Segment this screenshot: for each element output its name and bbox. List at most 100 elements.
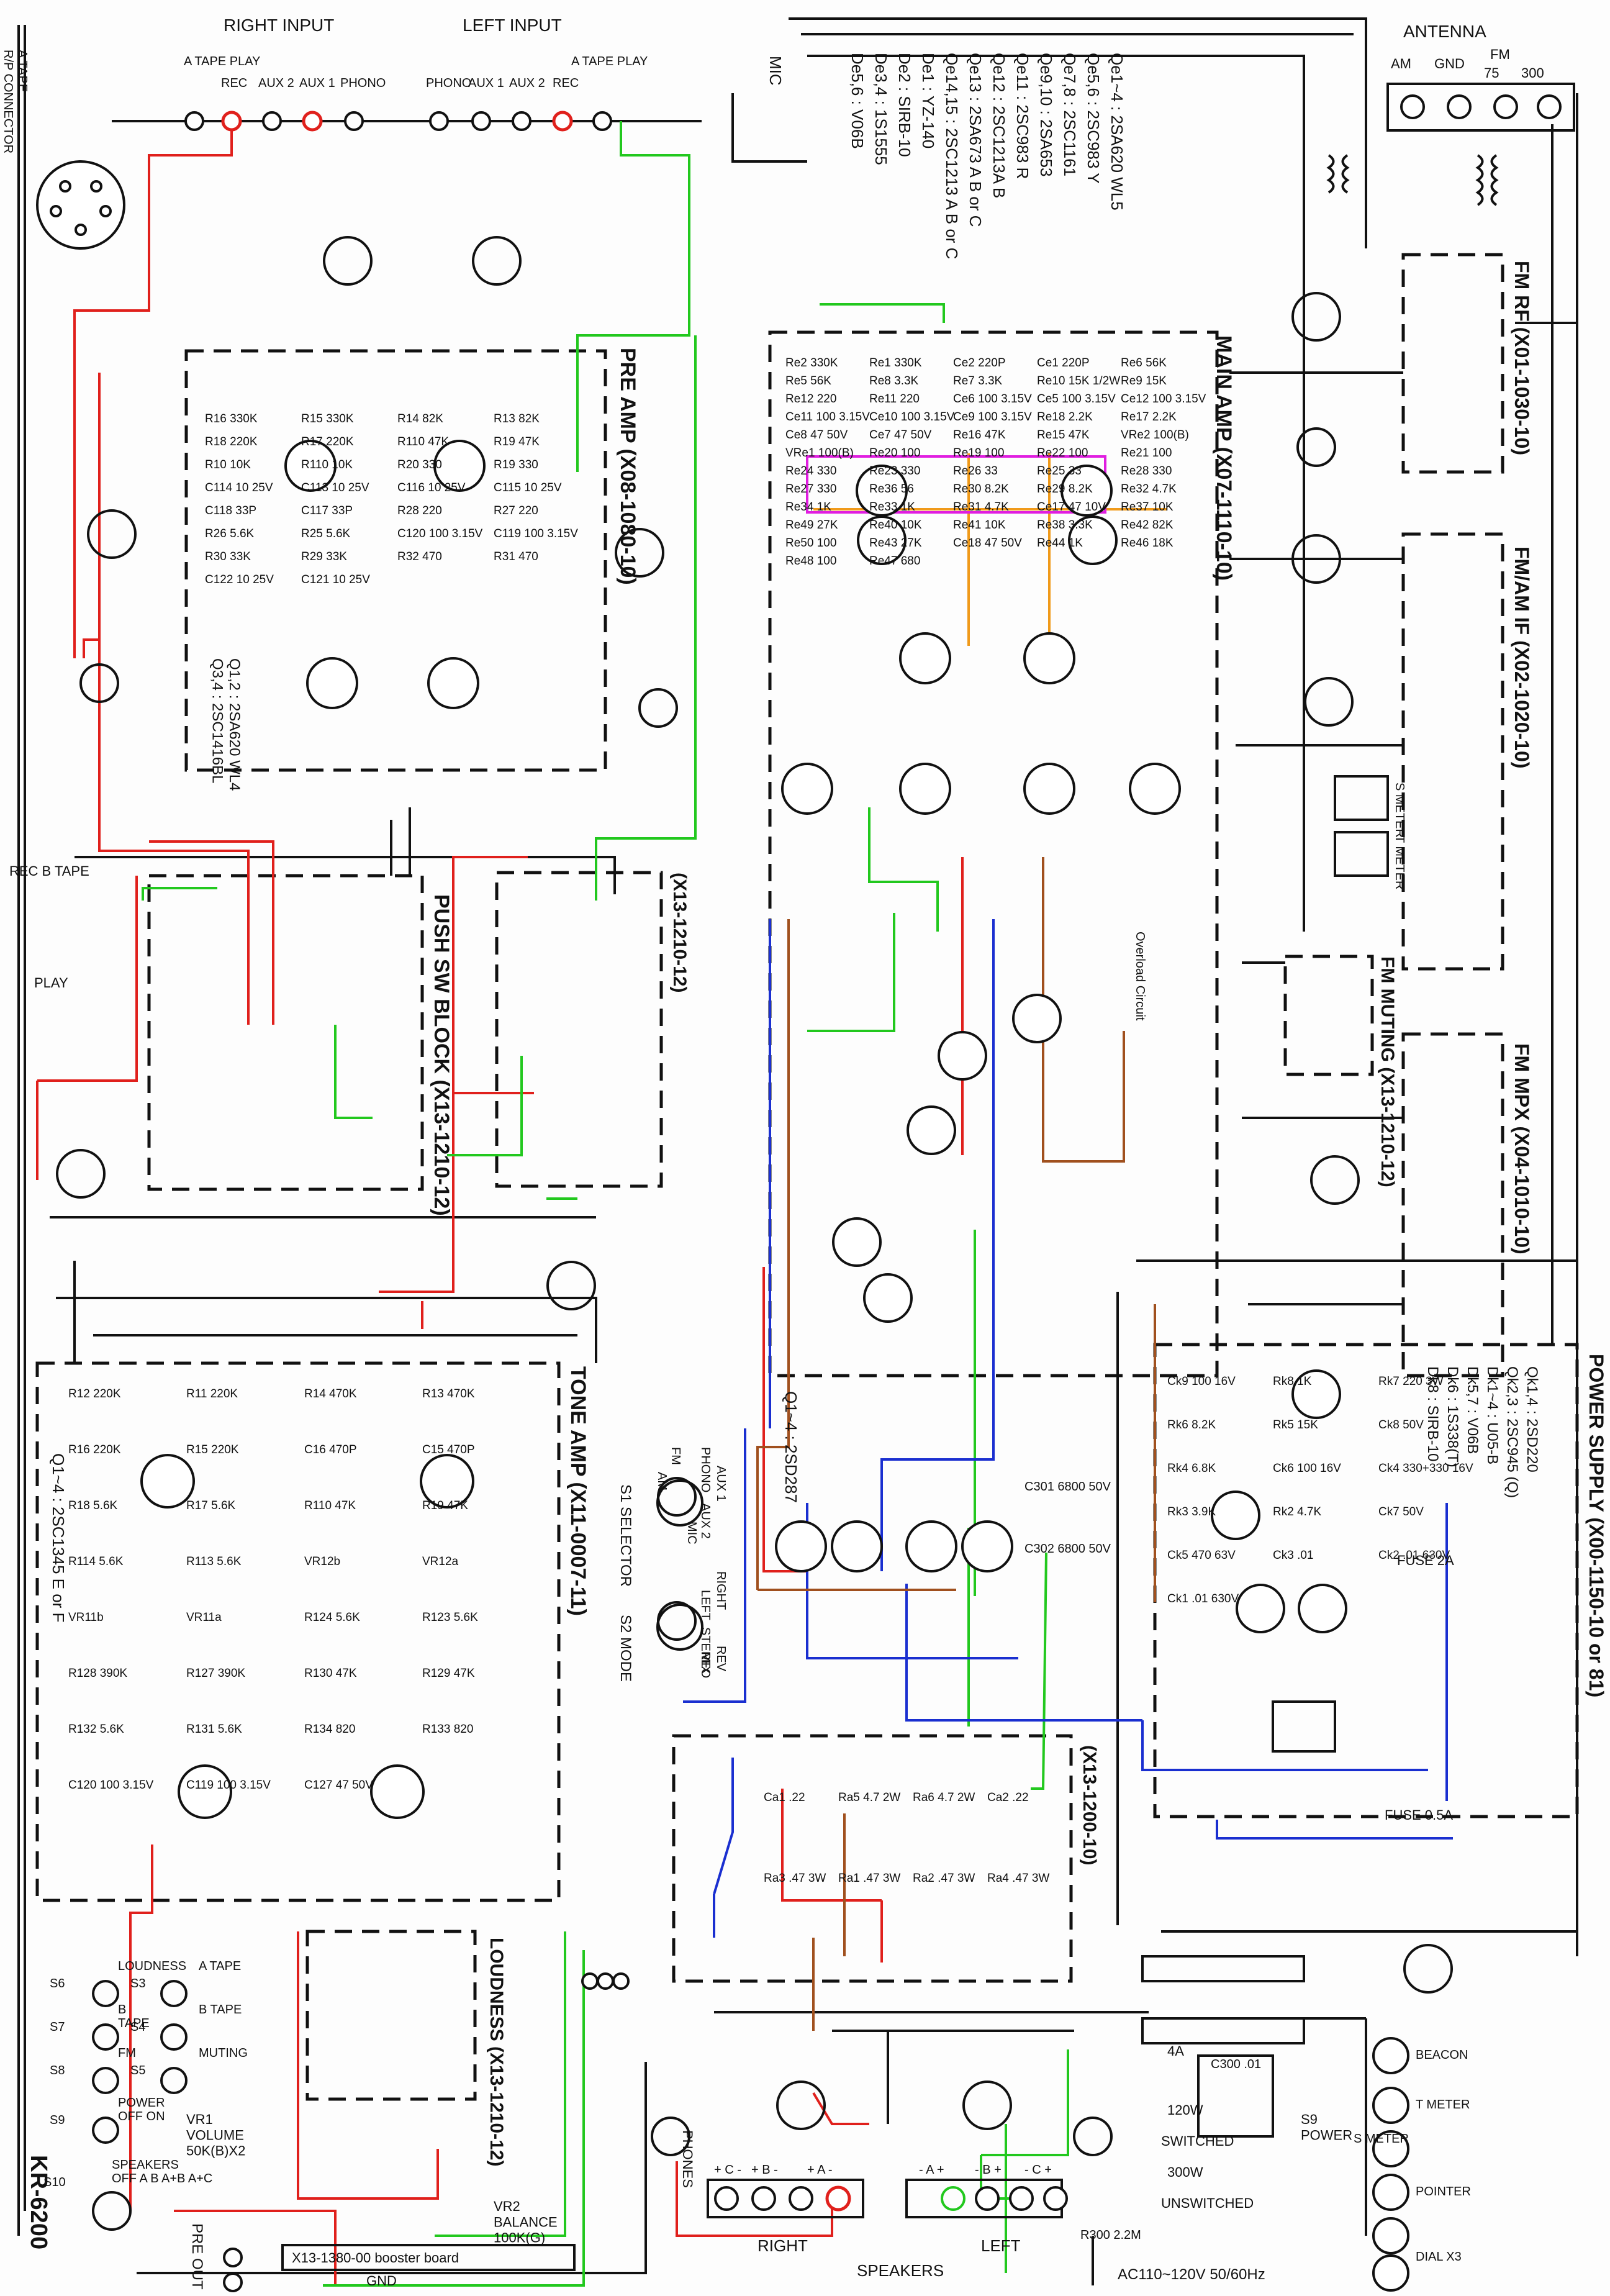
legend-switch-label: FM — [118, 2046, 136, 2060]
red-wiring — [36, 121, 964, 2285]
mode-mix-label: MIX — [699, 1652, 712, 1674]
component-value: Ce1 220P — [1037, 356, 1090, 370]
selector-am-label: AM — [655, 1472, 669, 1491]
transistor-list-item: Qe9,10 : 2SA653 — [1037, 53, 1056, 176]
component-value: Ra3 .47 3W — [764, 1872, 826, 1885]
jack-label-right-4: PHONO — [340, 76, 386, 90]
component-value: Re28 330 — [1121, 465, 1172, 478]
ps-list-item: Qk2,3 : 2SC945 (Q) — [1504, 1366, 1521, 1498]
rec-b-tape-label: REC B TAPE — [9, 863, 89, 879]
transistor-list-item: Qe13 : 2SA673 A B or C — [966, 53, 985, 227]
component-value: R12 220K — [68, 1387, 121, 1400]
component-value: Re43 27K — [869, 537, 922, 550]
legend-switch-icons — [92, 1479, 703, 2231]
component-value: R15 220K — [186, 1443, 239, 1456]
tone-amp-block — [35, 1361, 561, 1902]
component-value: Ce7 47 50V — [869, 429, 932, 442]
din-pin-icon — [59, 180, 71, 193]
mode-stereo-label: STEREO — [699, 1627, 712, 1678]
legend-switch-label: A TAPE — [199, 1959, 241, 1973]
spk-l-b: - B + — [975, 2163, 1002, 2177]
component-value: Re38 3.3K — [1037, 519, 1093, 532]
jack-label-right-0: A TAPE PLAY — [184, 55, 260, 68]
selector-fm-label: FM — [669, 1447, 682, 1465]
legend-switch-label: LOUDNESS — [118, 1959, 186, 1973]
component-value: Re44 1K — [1037, 537, 1083, 550]
component-value: Ck3 .01 — [1273, 1549, 1313, 1562]
input-jacks — [184, 111, 612, 132]
pre-out-label: PRE OUT — [189, 2223, 206, 2290]
antenna-gnd-label: GND — [1434, 56, 1465, 71]
play-label: PLAY — [34, 975, 68, 991]
s-meter-icon — [1334, 775, 1389, 821]
component-value: Rk6 8.2K — [1167, 1418, 1216, 1432]
mode-rev-label: REV — [714, 1646, 728, 1672]
component-value: VR12a — [422, 1555, 459, 1568]
component-value: Rk7 220 3W — [1378, 1375, 1444, 1388]
component-value: R14 470K — [304, 1387, 357, 1400]
x13-1210-block — [495, 871, 663, 1188]
component-value: Rk2 4.7K — [1273, 1505, 1321, 1518]
speakers-label: SPEAKERS — [857, 2261, 944, 2280]
component-value: Re10 15K 1/2W — [1037, 374, 1120, 388]
antenna-terminal-strip — [1386, 83, 1575, 132]
component-value: R30 33K — [205, 550, 251, 563]
component-value: R15 330K — [301, 412, 354, 425]
component-value: Ce17 47 10V — [1037, 501, 1106, 514]
ps-list-item: Dk6 : 1S338(T) — [1444, 1366, 1461, 1468]
speaker-terminals-right — [707, 2179, 864, 2218]
jack-label-left-2: AUX 2 — [509, 76, 545, 90]
component-value: Re50 100 — [785, 537, 836, 550]
legend-switch-sub: OFF ON — [118, 2110, 165, 2123]
component-value: Re29 8.2K — [1037, 483, 1093, 496]
power-300w-label: 300W — [1167, 2164, 1203, 2180]
legend-switch-label: B TAPE — [199, 2003, 242, 2017]
component-value: R26 5.6K — [205, 527, 255, 540]
component-value: Re1 330K — [869, 356, 922, 370]
antenna-300-label: 300 — [1521, 65, 1544, 81]
s-meter-label: S METER — [1393, 783, 1406, 838]
din-pin-icon — [99, 205, 112, 217]
component-value: Ce6 100 3.15V — [953, 392, 1032, 406]
component-value: Re6 56K — [1121, 356, 1167, 370]
pre-out-r-jack[interactable] — [223, 2272, 243, 2292]
transistor-list-item: Qe11 : 2SC983 R — [1013, 53, 1032, 179]
c301-label: C301 6800 50V — [1024, 1480, 1111, 1494]
component-value: Re15 47K — [1037, 429, 1090, 442]
legend-switch-id: S8 — [50, 2064, 65, 2077]
pilot-lamps — [1372, 2037, 1409, 2292]
transistor-list-item: Qe12 : 2SC1213A B — [990, 53, 1008, 198]
jack-label-right-3: AUX 1 — [299, 76, 335, 90]
component-value: C121 10 25V — [301, 573, 370, 586]
component-value: R18 220K — [205, 435, 258, 448]
component-value: Ra6 4.7 2W — [913, 1791, 975, 1804]
jack-label-left-4: A TAPE PLAY — [571, 55, 648, 68]
component-value: R129 47K — [422, 1667, 475, 1680]
fm-rf-block — [1401, 253, 1504, 474]
component-value: R18 5.6K — [68, 1499, 118, 1512]
loudness-title: LOUDNESS (X13-1210-12) — [486, 1938, 507, 2166]
legend-switch-label: B — [118, 2003, 126, 2017]
speaker-terminal-labels: + C - + B - + A - - A + - B + - C + — [714, 2163, 1052, 2177]
transistor-list-item: De3,4 : 1S1555 — [872, 53, 890, 165]
transistor-list-item: De5,6 : V06B — [848, 53, 867, 149]
pre-out-l-jack[interactable] — [223, 2248, 243, 2267]
ps-list-item: Dk5,7 : V06B — [1464, 1366, 1481, 1454]
component-value: Re37 10K — [1121, 501, 1174, 514]
fuse-05a-label: FUSE 0.5A — [1385, 1807, 1453, 1823]
component-value: Ck5 470 63V — [1167, 1549, 1236, 1562]
component-value: Ce11 100 3.15V — [785, 411, 870, 424]
component-value: Re23 330 — [869, 465, 920, 478]
ps-list-item: Dk1~4 : U05-B — [1484, 1366, 1501, 1464]
model-label: KR-6200 — [25, 2155, 52, 2249]
legend-switch-id: S9 — [50, 2113, 65, 2127]
component-value: R131 5.6K — [186, 1723, 242, 1736]
component-value: Re25 33 — [1037, 465, 1082, 478]
legend-switch-id: S7 — [50, 2020, 65, 2034]
component-value: VR12b — [304, 1555, 340, 1568]
